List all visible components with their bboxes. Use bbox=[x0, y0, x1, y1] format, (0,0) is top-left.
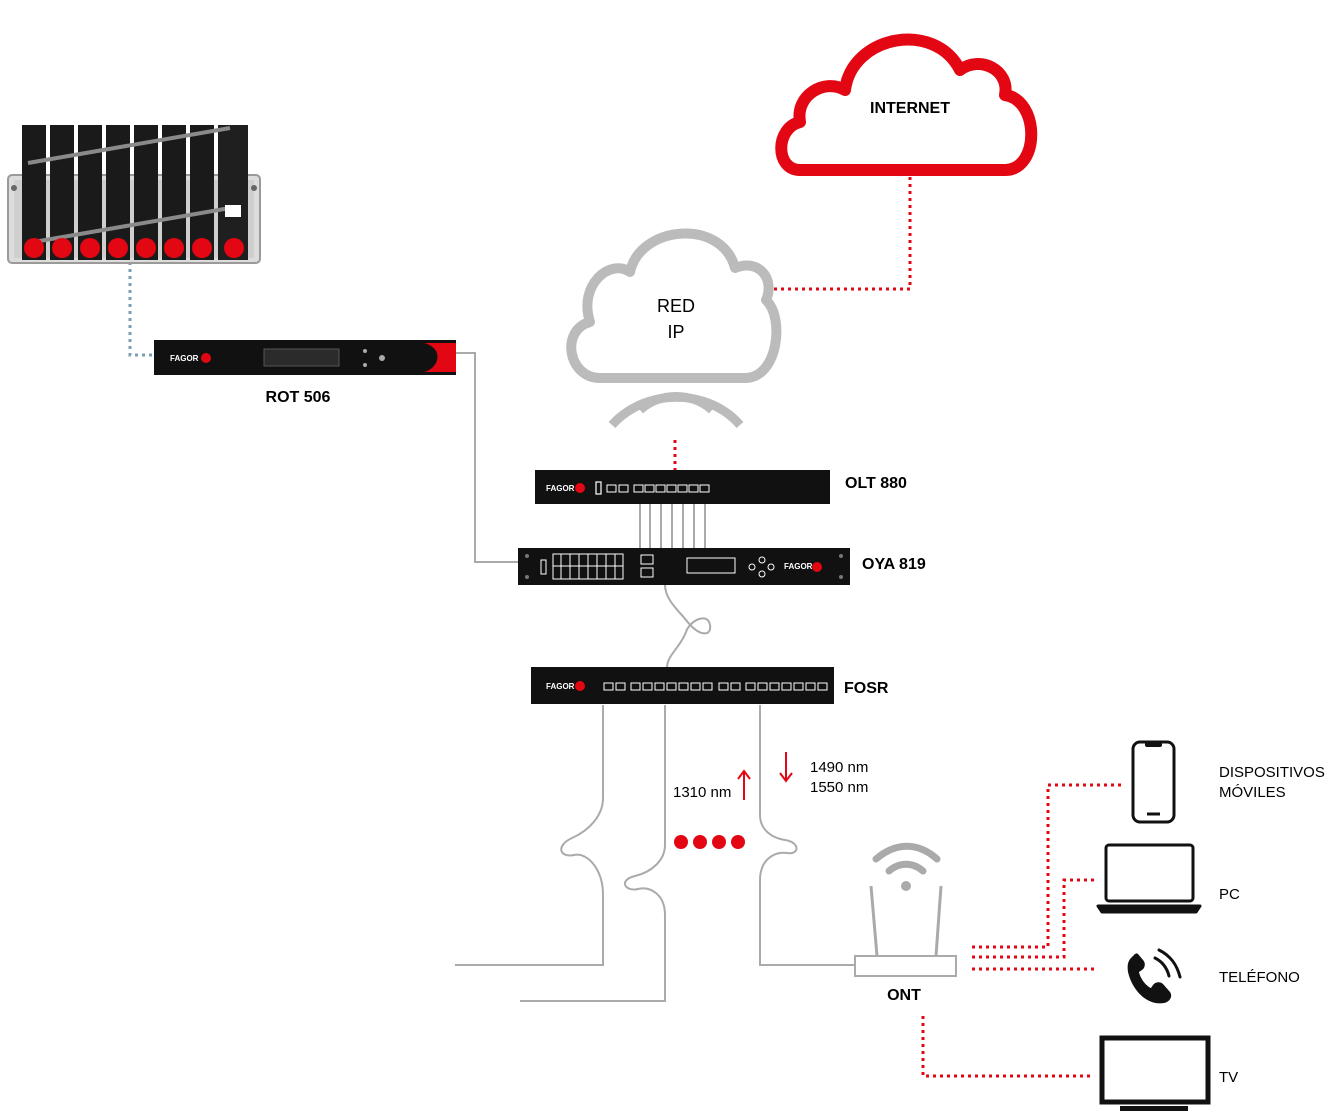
olt-ports bbox=[606, 484, 710, 493]
rot-506-label: ROT 506 bbox=[266, 389, 331, 406]
headend-rot-link bbox=[128, 262, 155, 357]
ip-cloud-line2: IP bbox=[667, 322, 684, 342]
smartphone-icon bbox=[1131, 740, 1176, 824]
oya-port-grid bbox=[552, 553, 624, 580]
fosr-drop-ont bbox=[759, 705, 855, 966]
headend-red-knobs bbox=[24, 238, 244, 258]
ip-network-cloud: RED IP bbox=[566, 228, 782, 429]
rot-oya-link bbox=[455, 352, 518, 563]
ont-label: ONT bbox=[887, 987, 921, 1004]
rot-brand: FAGOR bbox=[170, 354, 199, 363]
ip-cloud-arc-2 bbox=[636, 392, 716, 414]
fosr-device: FAGOR bbox=[531, 667, 834, 704]
ont-device bbox=[854, 842, 957, 977]
laptop-icon bbox=[1096, 843, 1202, 914]
downstream-arrow-icon bbox=[779, 752, 793, 783]
ip-cloud-line1: RED bbox=[657, 296, 695, 316]
headend-chassis bbox=[7, 125, 261, 264]
oya-nav-buttons bbox=[748, 556, 775, 578]
fosr-ports bbox=[603, 682, 828, 691]
pc-label: PC bbox=[1219, 886, 1240, 903]
wifi-icon bbox=[872, 842, 941, 875]
internet-cloud: INTERNET bbox=[775, 33, 1038, 176]
olt-880-label: OLT 880 bbox=[845, 475, 907, 492]
phone-icon bbox=[1127, 948, 1182, 1004]
olt-brand: FAGOR bbox=[546, 484, 575, 493]
oya-819-label: OYA 819 bbox=[862, 556, 926, 573]
downstream-wavelength-1: 1490 nm bbox=[810, 759, 868, 776]
fosr-label: FOSR bbox=[844, 680, 889, 697]
phone-label: TELÉFONO bbox=[1219, 969, 1300, 986]
fosr-drop-2 bbox=[520, 705, 666, 1002]
oya-brand: FAGOR bbox=[784, 562, 813, 571]
oya-fosr-fiber bbox=[664, 584, 712, 669]
tv-label: TV bbox=[1219, 1069, 1238, 1086]
red-dotted-links bbox=[673, 170, 1125, 1078]
internet-label: INTERNET bbox=[870, 100, 950, 117]
headend-cables bbox=[27, 126, 231, 245]
olt-880-device: FAGOR bbox=[535, 470, 830, 504]
upstream-arrow-icon bbox=[737, 769, 751, 800]
mobile-label-line2: MÓVILES bbox=[1219, 784, 1286, 801]
more-clients-dots bbox=[674, 835, 745, 849]
fosr-brand: FAGOR bbox=[546, 682, 575, 691]
mobile-label-line1: DISPOSITIVOS bbox=[1219, 764, 1325, 781]
fosr-drop-1 bbox=[455, 705, 604, 966]
downstream-wavelength-2: 1550 nm bbox=[810, 779, 868, 796]
oya-819-device: FAGOR bbox=[518, 548, 850, 585]
ip-cloud-arc-1 bbox=[608, 392, 744, 429]
upstream-wavelength: 1310 nm bbox=[673, 784, 731, 801]
olt-oya-fibers bbox=[639, 503, 706, 548]
tv-icon bbox=[1099, 1035, 1211, 1111]
rot-506-device: FAGOR bbox=[154, 340, 456, 375]
